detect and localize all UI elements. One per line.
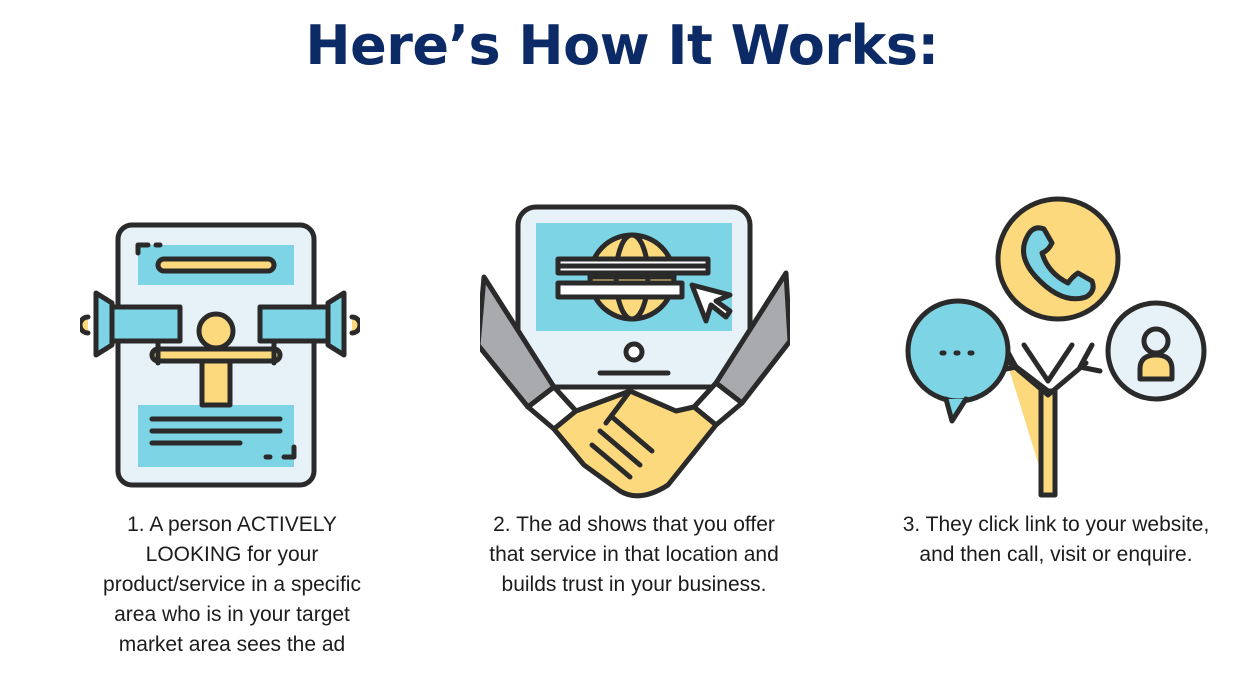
handshake-monitor-icon [475, 195, 793, 505]
phone-chat-user-tree-icon [900, 195, 1220, 505]
step-1-text: 1. A person ACTIVELY LOOKING for your pr… [103, 513, 361, 656]
step-2-text: 2. The ad shows that you offer that serv… [489, 513, 779, 596]
page-title: Here’s How It Works: [305, 14, 939, 77]
step-3-text: 3. They click link to your website, and … [902, 513, 1210, 566]
billboard-megaphones-icon [77, 195, 363, 495]
